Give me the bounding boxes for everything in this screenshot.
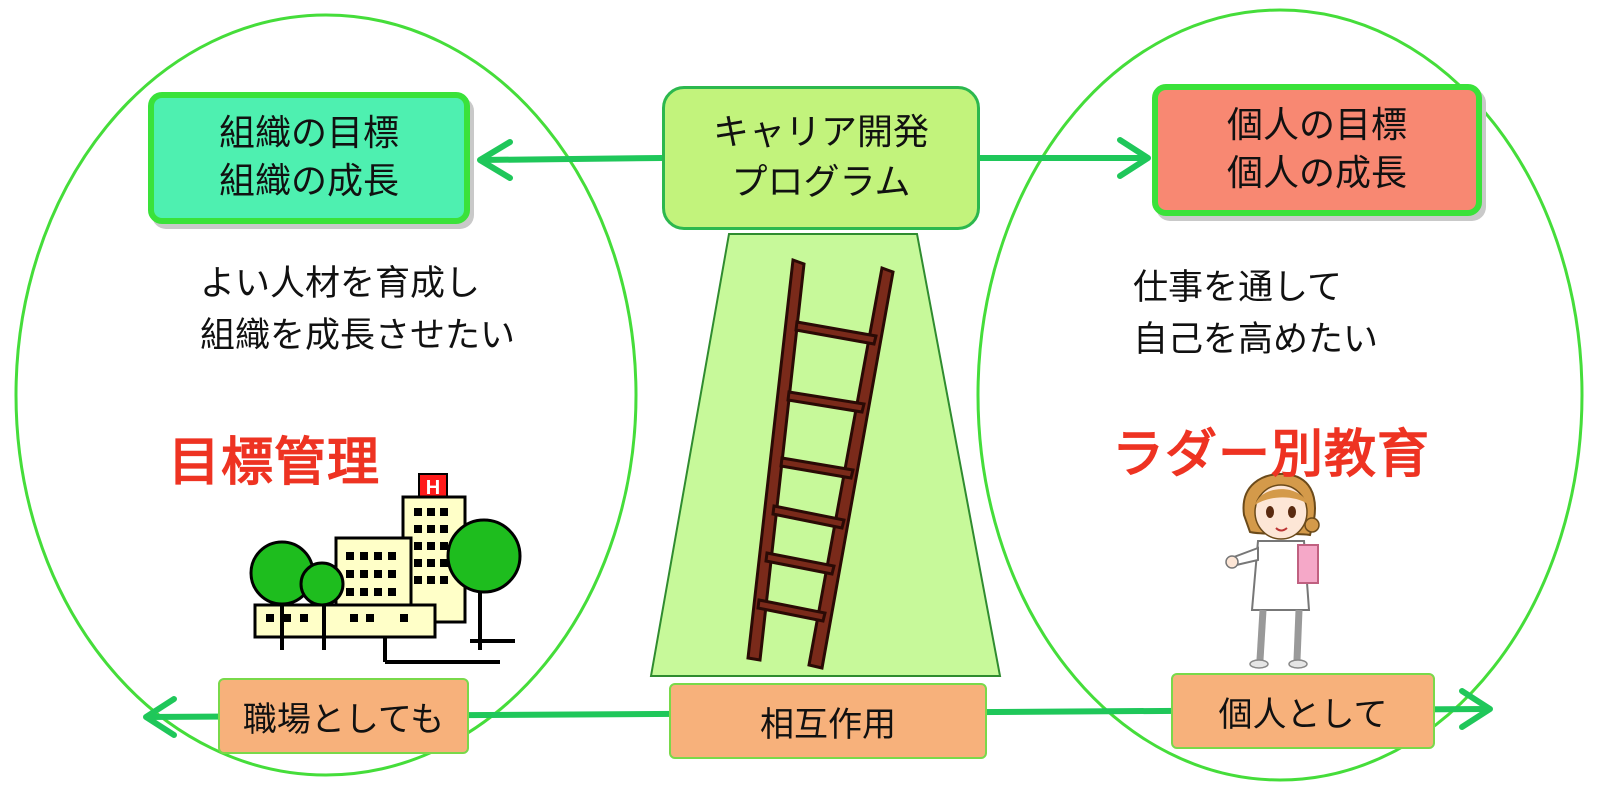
individual-description: 仕事を通して 自己を高めたい xyxy=(1133,262,1378,366)
light-beam xyxy=(649,233,1002,677)
workplace-label: 職場としても xyxy=(218,678,469,754)
org-description-line1: よい人材を育成し xyxy=(200,264,481,304)
career-program-line2: プログラム xyxy=(731,162,911,203)
interaction-arrow-left-head xyxy=(143,696,177,738)
org-goal-line1: 組織の目標 xyxy=(218,113,399,154)
individual-goal-line1: 個人の目標 xyxy=(1226,105,1407,146)
org-goal-box: 組織の目標 組織の成長 xyxy=(148,92,470,224)
org-goal-line2: 組織の成長 xyxy=(218,161,399,202)
individual-goal-box: 個人の目標 個人の成長 xyxy=(1152,84,1482,216)
org-description-line2: 組織を成長させたい xyxy=(200,316,516,356)
ladder-icon xyxy=(746,257,895,670)
left-ellipse xyxy=(14,13,638,777)
individual-description-line2: 自己を高めたい xyxy=(1133,320,1379,360)
arrow-to-org xyxy=(479,155,663,163)
interaction-label: 相互作用 xyxy=(669,683,987,759)
career-program-line1: キャリア開発 xyxy=(712,112,929,153)
hospital-icon: H xyxy=(249,473,522,664)
individual-label: 個人として xyxy=(1171,673,1435,749)
ladder-education-heading: ラダー別教育 xyxy=(1112,424,1431,485)
right-ellipse xyxy=(976,8,1584,782)
goal-management-heading: 目標管理 xyxy=(168,432,381,493)
arrow-to-individual-head xyxy=(1117,137,1151,179)
individual-description-line1: 仕事を通して xyxy=(1133,268,1342,308)
arrow-to-org-head xyxy=(477,139,513,181)
interaction-arrow-right-head xyxy=(1459,688,1493,730)
career-program-box: キャリア開発 プログラム xyxy=(662,86,980,230)
individual-goal-line2: 個人の成長 xyxy=(1226,153,1407,194)
nurse-icon xyxy=(1225,472,1320,669)
org-description: よい人材を育成し 組織を成長させたい xyxy=(200,258,515,362)
svg-text:H: H xyxy=(426,477,440,499)
